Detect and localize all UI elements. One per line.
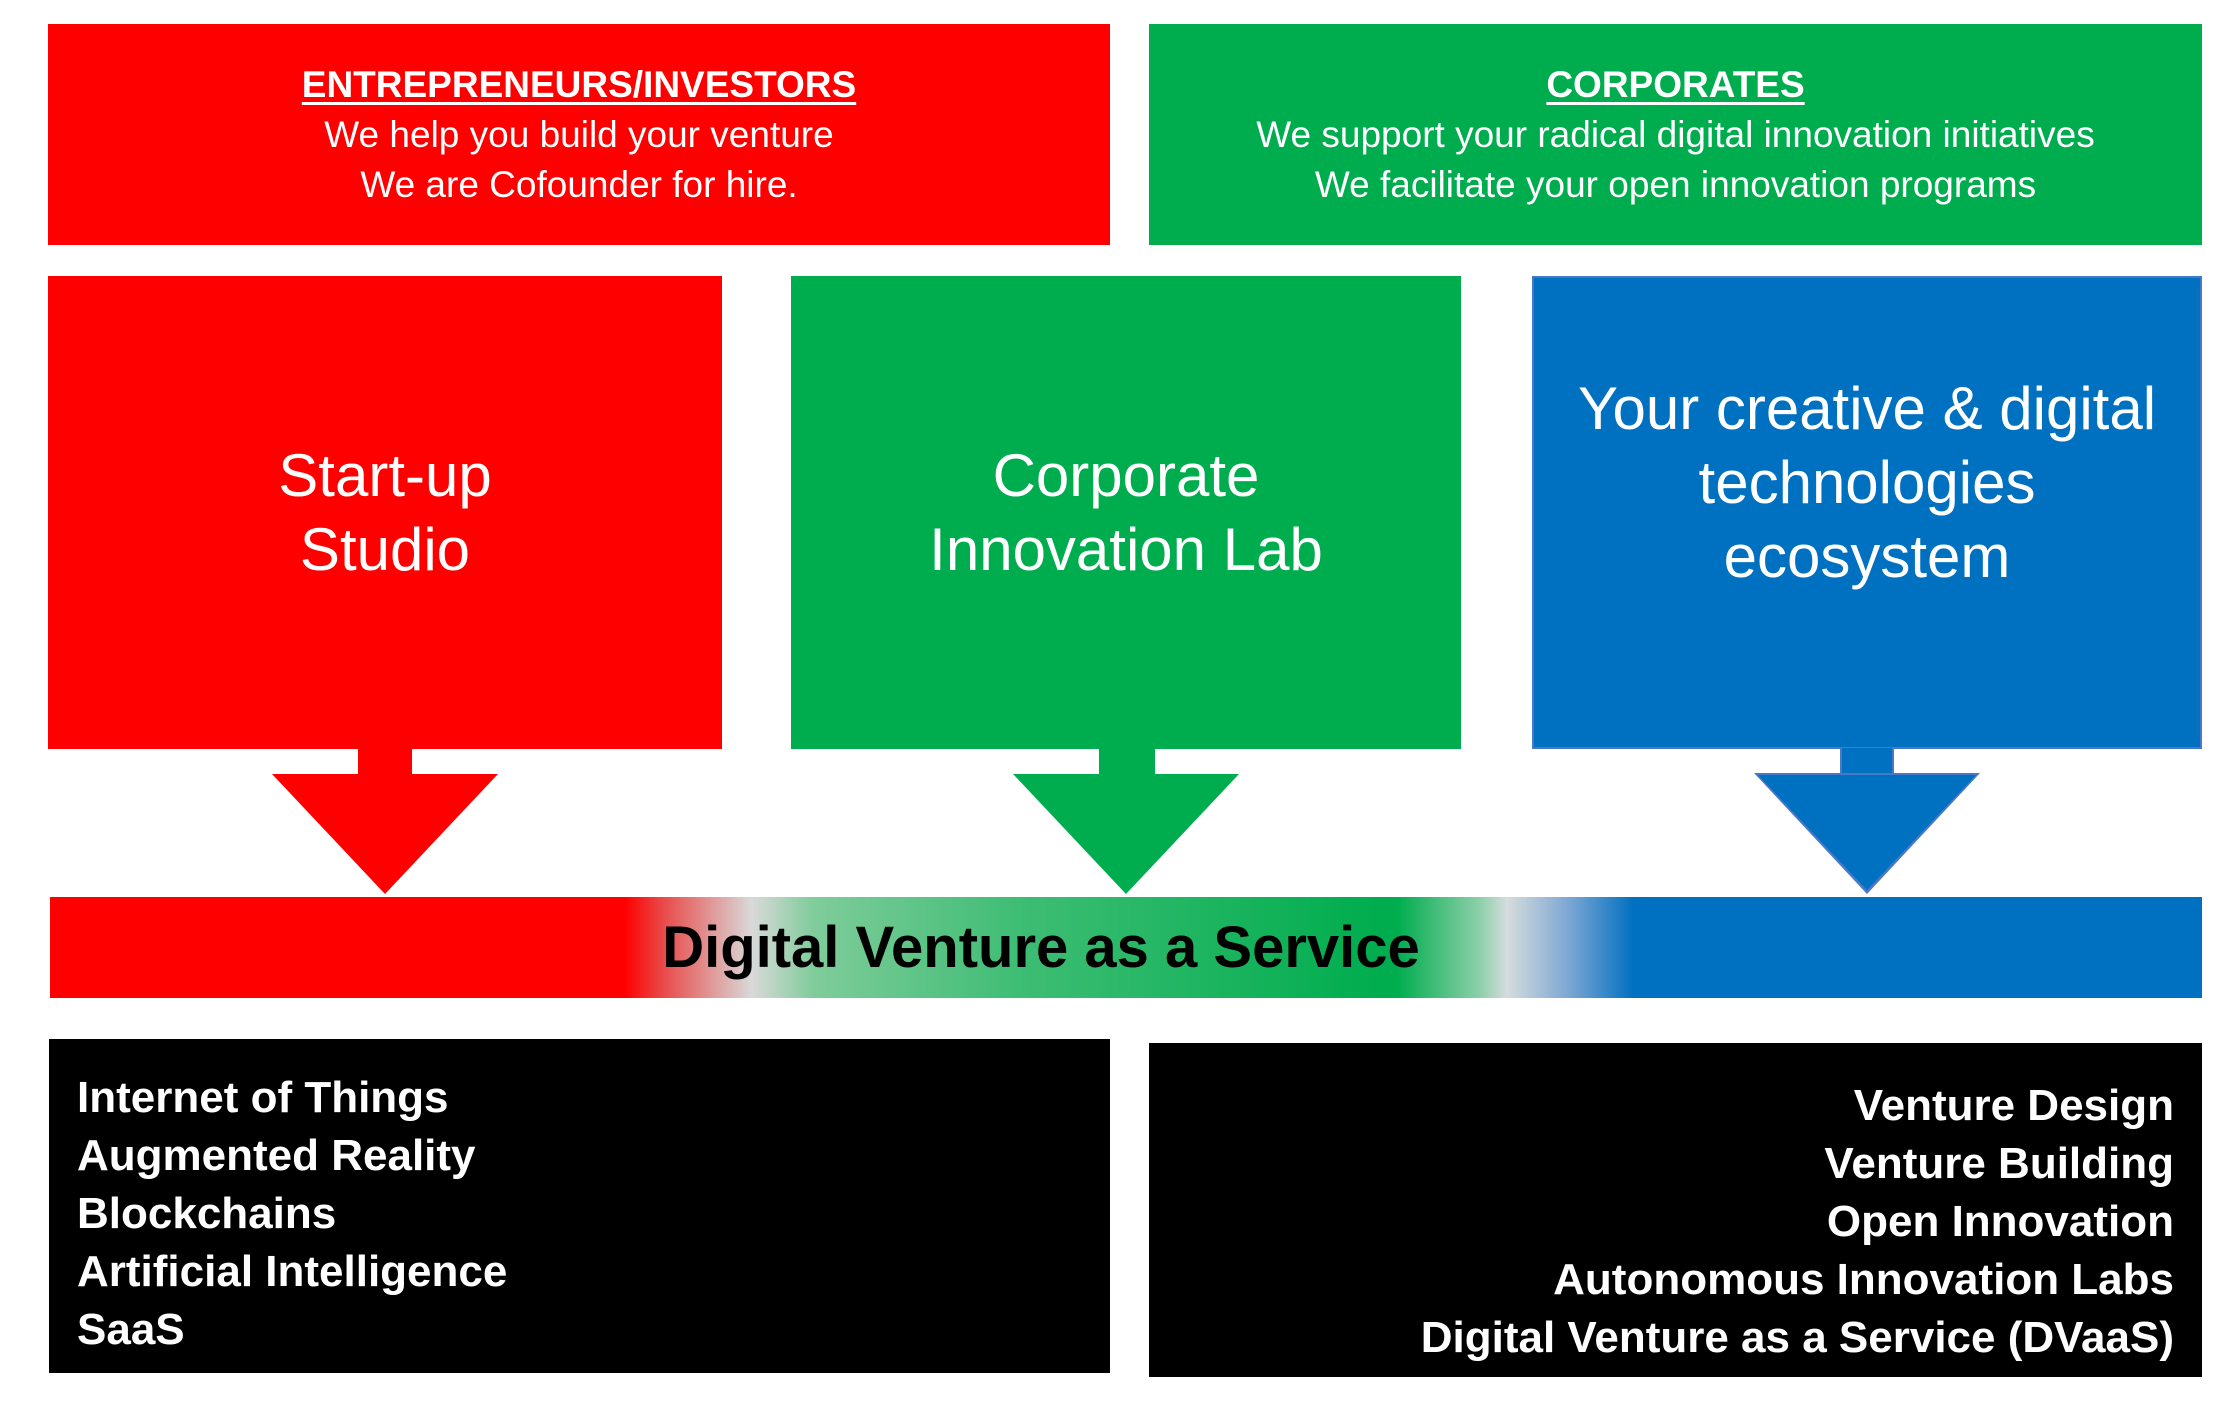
corporate-lab-line-1: Corporate [992, 441, 1260, 509]
corporates-panel: CORPORATES We support your radical digit… [1149, 24, 2202, 245]
entrepreneurs-heading: ENTREPRENEURS/INVESTORS [301, 63, 857, 105]
ecosystem-line-2: technologies [1698, 448, 2036, 516]
service-item: Venture Design [1853, 1081, 2174, 1130]
arrow-down-icon [1840, 748, 1894, 775]
arrow-down-icon [358, 748, 412, 775]
technologies-panel: Internet of Things Augmented Reality Blo… [49, 1039, 1110, 1373]
technology-item: Internet of Things [77, 1073, 449, 1122]
service-item: Autonomous Innovation Labs [1553, 1255, 2174, 1304]
startup-studio-line-2: Studio [299, 515, 471, 583]
dvaas-banner: Digital Venture as a Service [50, 897, 2202, 998]
corporates-heading: CORPORATES [1546, 63, 1805, 105]
banner-title: Digital Venture as a Service [662, 915, 1420, 980]
service-item: Venture Building [1824, 1139, 2174, 1188]
ecosystem-line-1: Your creative & digital [1577, 374, 2157, 442]
entrepreneurs-panel: ENTREPRENEURS/INVESTORS We help you buil… [48, 24, 1110, 245]
technology-item: SaaS [77, 1305, 185, 1354]
corporates-line-1: We support your radical digital innovati… [1256, 113, 2095, 155]
corporate-lab-line-2: Innovation Lab [929, 515, 1323, 583]
corporates-line-2: We facilitate your open innovation progr… [1314, 163, 2037, 205]
entrepreneurs-line-1: We help you build your venture [324, 113, 834, 155]
arrow-down-icon [1758, 775, 1976, 890]
arrow-down-icon [1013, 774, 1239, 894]
service-item: Open Innovation [1826, 1197, 2174, 1246]
corporate-innovation-lab-box: Corporate Innovation Lab [791, 276, 1461, 749]
service-item: Digital Venture as a Service (DVaaS) [1420, 1313, 2174, 1362]
arrow-down-icon [272, 774, 498, 894]
technology-item: Artificial Intelligence [77, 1247, 508, 1296]
ecosystem-box: Your creative & digital technologies eco… [1532, 276, 2202, 749]
arrow-down-icon [1099, 748, 1155, 775]
startup-studio-box: Start-up Studio [48, 276, 722, 749]
startup-studio-line-1: Start-up [278, 441, 492, 509]
entrepreneurs-line-2: We are Cofounder for hire. [360, 163, 798, 205]
ecosystem-line-3: ecosystem [1723, 522, 2011, 590]
services-panel: Venture Design Venture Building Open Inn… [1149, 1043, 2202, 1377]
technology-item: Augmented Reality [77, 1131, 476, 1180]
technology-item: Blockchains [77, 1189, 337, 1238]
